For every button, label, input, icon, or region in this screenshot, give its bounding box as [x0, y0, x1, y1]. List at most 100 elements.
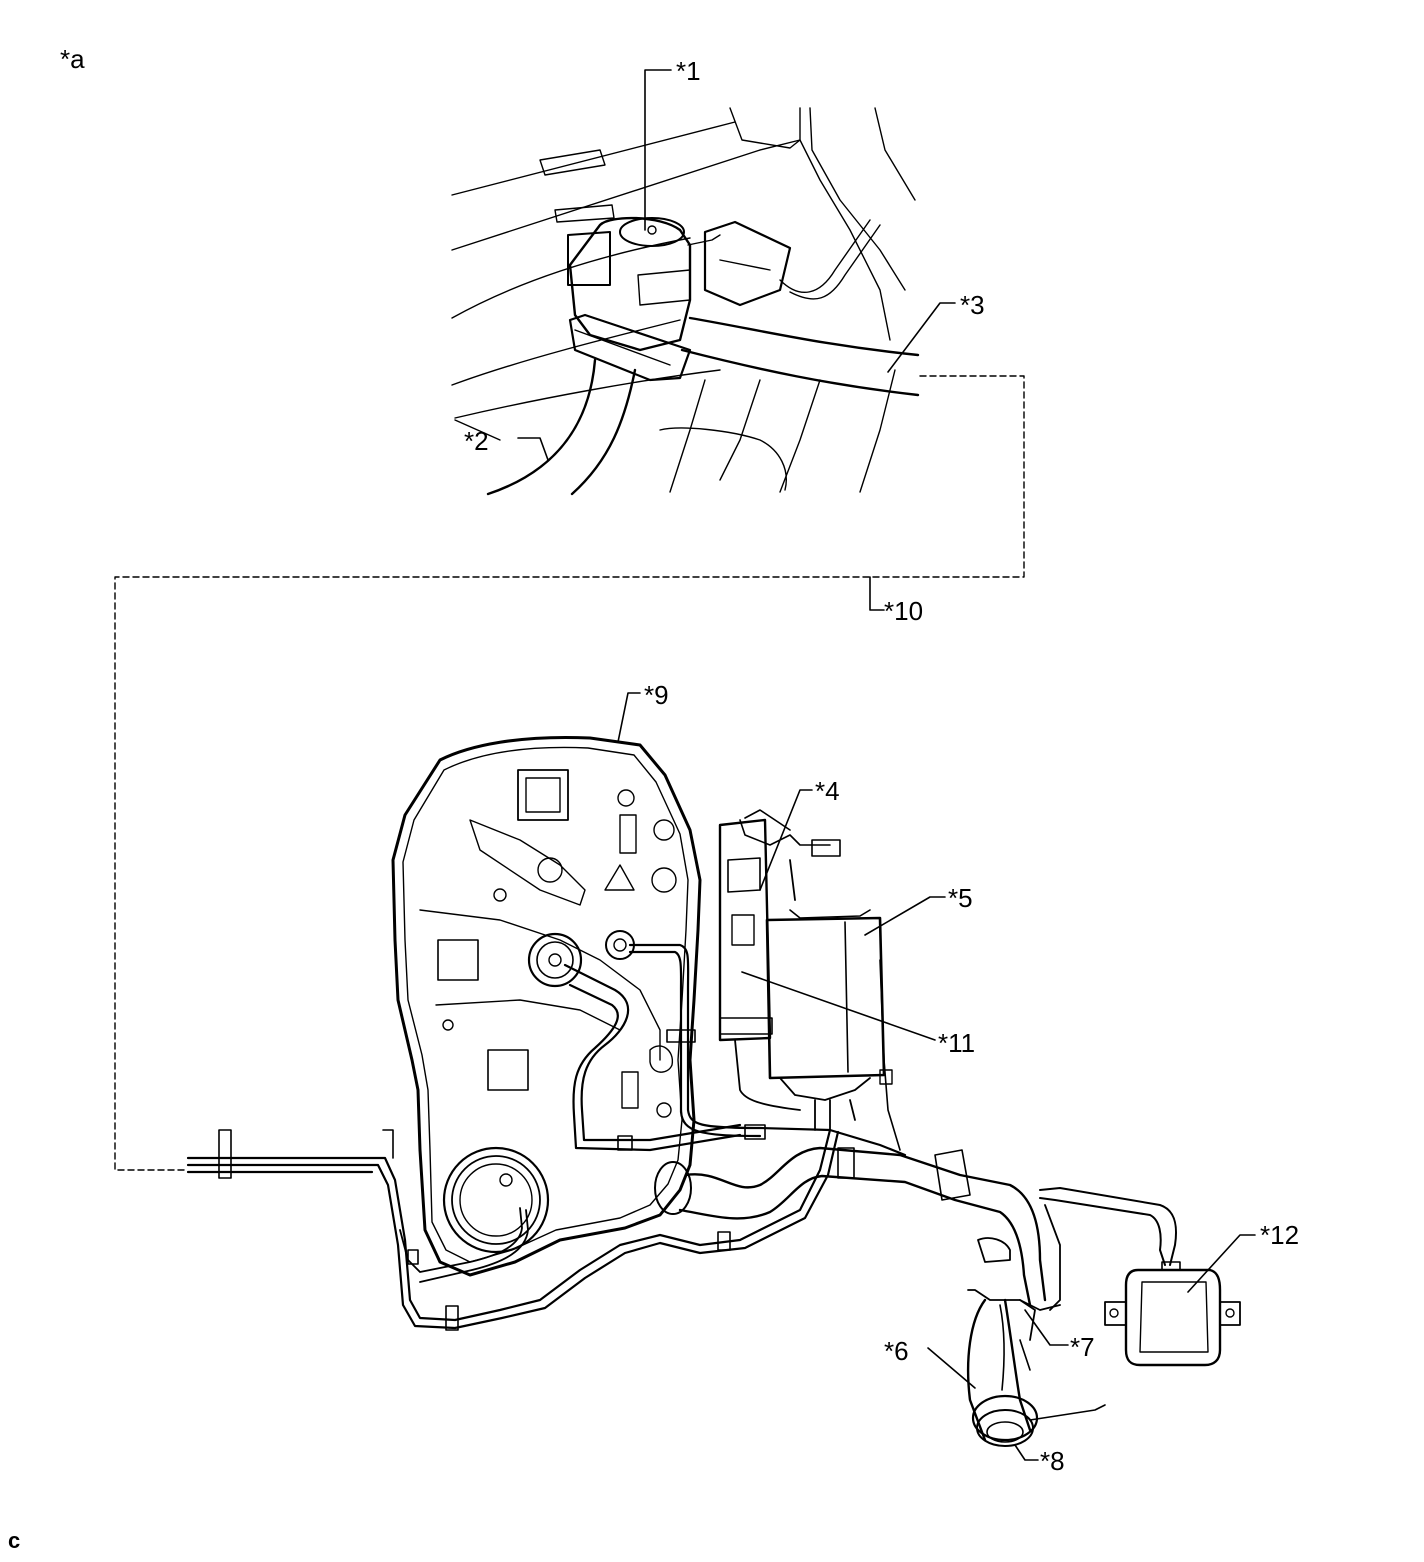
pump-line	[420, 1210, 528, 1282]
tank-vent-center	[614, 939, 626, 951]
callout-9: *9	[644, 680, 669, 710]
line-clip	[745, 1125, 765, 1139]
tank-dimple	[538, 858, 562, 882]
filler-pipe-inner	[1000, 1305, 1004, 1390]
body-panel-line	[452, 320, 680, 385]
vent-hose	[565, 965, 740, 1140]
hose-clamp-band	[570, 315, 690, 380]
filler-cap-ring	[973, 1396, 1037, 1440]
canister-hose	[790, 860, 795, 900]
body-bracket	[540, 150, 605, 175]
tank-slot	[622, 1072, 638, 1108]
fuel-line	[188, 1130, 830, 1320]
tank-recess	[438, 940, 478, 980]
filler-neck	[968, 1188, 1176, 1446]
canister-line	[880, 960, 900, 1150]
tank-recess	[488, 1050, 528, 1090]
breather-line	[1040, 1198, 1165, 1265]
module-hose	[745, 810, 790, 830]
corner-label: c	[8, 1528, 21, 1553]
tank-dimple	[494, 889, 506, 901]
vent-line	[630, 952, 760, 1136]
breather-line	[1040, 1188, 1176, 1265]
callout-3: *3	[960, 290, 985, 320]
component-12-tab	[1105, 1302, 1126, 1325]
line-clip	[618, 1136, 632, 1150]
body-frame-line	[810, 108, 905, 290]
fuel-pump-flange	[444, 1148, 548, 1252]
canister-ports	[815, 1100, 855, 1130]
module-connector	[812, 840, 840, 856]
body-bracket	[660, 428, 786, 490]
tank-rib	[420, 910, 660, 1060]
fuel-pump-ring	[452, 1156, 540, 1244]
component-12	[1105, 1262, 1240, 1365]
leader-3	[888, 303, 955, 372]
tank-port-inner	[537, 942, 573, 978]
view-label: *a	[60, 44, 85, 74]
filler-hose	[680, 1176, 1030, 1305]
main-leaders	[618, 693, 1255, 1460]
callout-2: *2	[464, 426, 489, 456]
component-12-body	[1126, 1270, 1220, 1365]
fuel-pump-port	[500, 1174, 512, 1186]
tank-port-center	[549, 954, 561, 966]
tank-dimple	[652, 868, 676, 892]
tank-dimple	[443, 1020, 453, 1030]
leader-9	[618, 693, 640, 742]
line-clip	[880, 1070, 892, 1084]
tank-triangle	[605, 865, 634, 890]
electrical-connector-detail	[720, 260, 770, 270]
callout-1: *1	[676, 56, 701, 86]
tank-slot	[620, 815, 636, 853]
valve-connector-1	[568, 232, 610, 285]
body-frame-line	[860, 370, 895, 492]
filler-pipe-6	[968, 1300, 985, 1440]
body-frame-line	[760, 140, 890, 340]
body-panel-line	[452, 238, 690, 318]
fuel-tank-9	[393, 737, 700, 1275]
callout-8: *8	[1040, 1446, 1065, 1476]
valve-top-1	[620, 218, 684, 246]
line-clip	[446, 1306, 458, 1330]
tank-rib	[470, 820, 585, 905]
tank-port-outer	[529, 934, 581, 986]
line-clip	[408, 1250, 418, 1264]
leader-5	[865, 897, 945, 935]
callout-10: *10	[884, 596, 924, 626]
dashed-detail-link	[115, 376, 1024, 1170]
tank-rib	[436, 1000, 620, 1030]
filler-bracket	[978, 1238, 1010, 1262]
body-frame-line	[875, 108, 915, 200]
leader-4	[760, 790, 812, 890]
leader-8	[1015, 1445, 1038, 1460]
filler-detail	[1020, 1340, 1030, 1370]
body-bracket	[555, 205, 614, 222]
callout-11: *11	[938, 1028, 976, 1058]
module-outlet-hose	[735, 1040, 800, 1110]
component-12-inner	[1140, 1282, 1208, 1352]
canister-top	[790, 910, 870, 918]
canister-seam	[845, 922, 848, 1072]
canister-5	[767, 918, 884, 1078]
callout-5: *5	[948, 883, 973, 913]
filler-hose	[686, 1148, 1045, 1300]
component-12-hole	[1110, 1309, 1118, 1317]
leader-6	[928, 1348, 975, 1388]
line-clip	[667, 1030, 695, 1042]
filler-bracket-7	[1020, 1300, 1035, 1340]
tank-recess	[518, 770, 568, 820]
tank-dimple	[657, 1103, 671, 1117]
line-bracket	[219, 1130, 231, 1178]
cap-tether	[1030, 1405, 1105, 1420]
line-bracket	[383, 1130, 393, 1158]
connector-wire	[790, 225, 880, 299]
leader-7	[1025, 1310, 1068, 1345]
hose-2	[488, 360, 595, 494]
body-panel-line	[452, 150, 760, 250]
component-12-hole	[1226, 1309, 1234, 1317]
leader-12	[1188, 1235, 1255, 1292]
component-12-port	[1162, 1262, 1180, 1270]
